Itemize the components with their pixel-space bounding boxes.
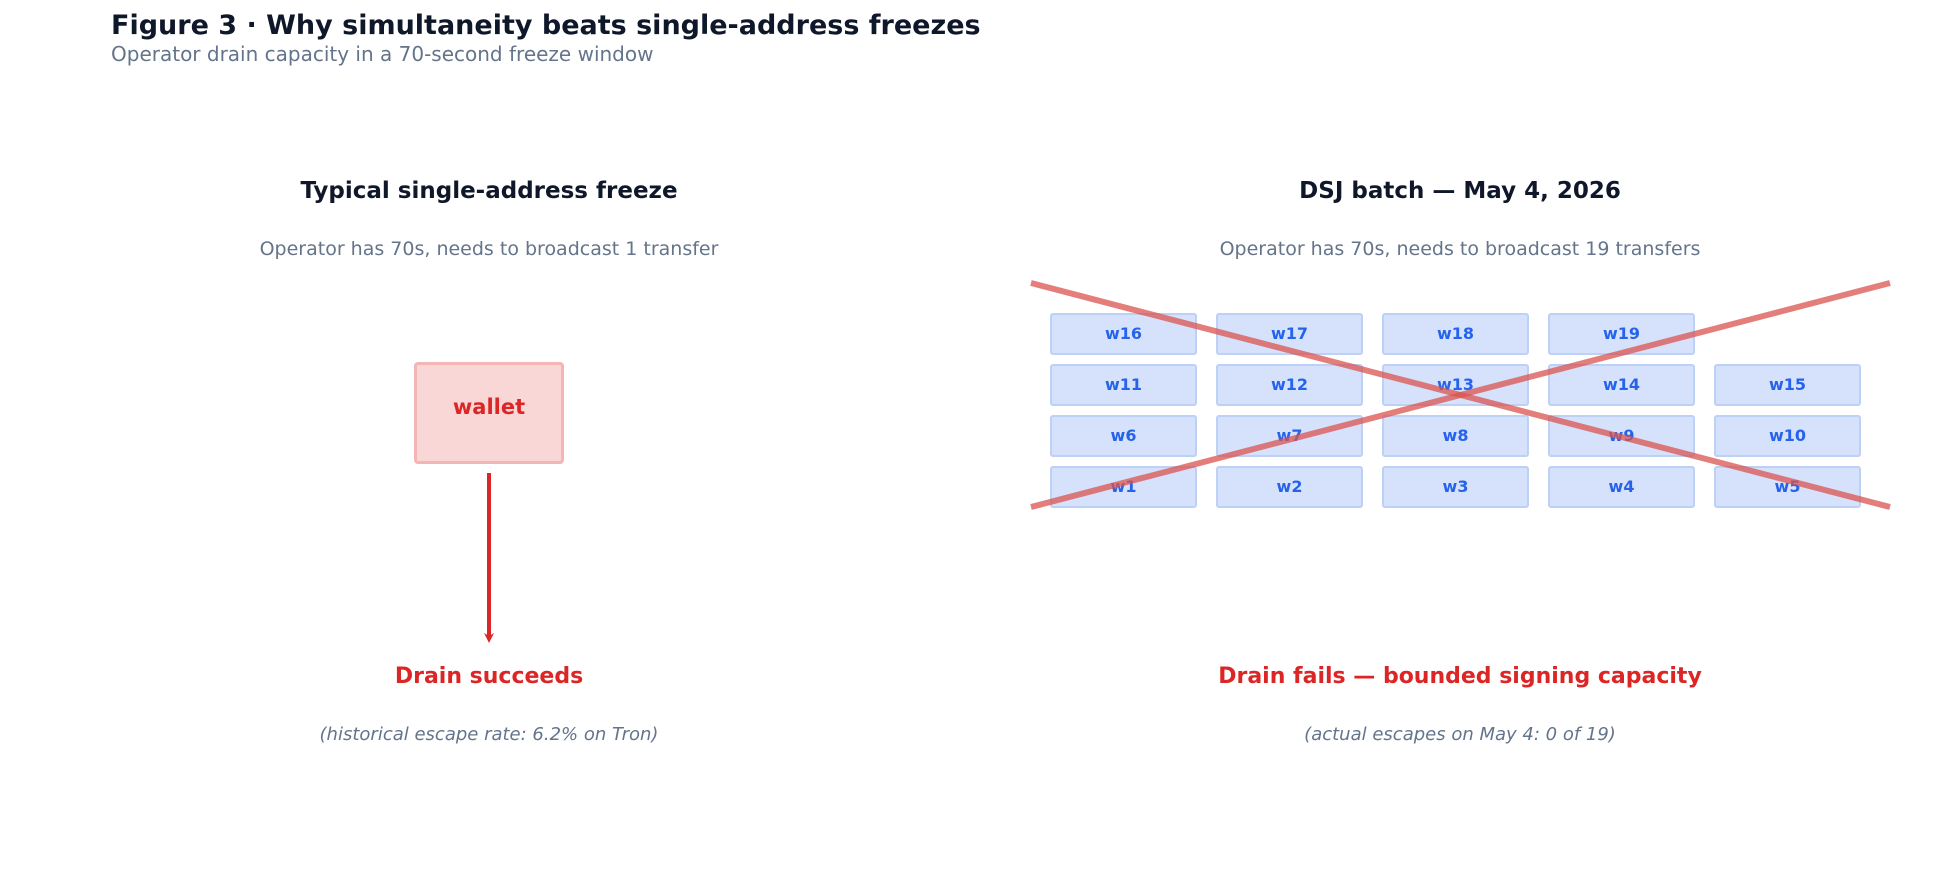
single-wallet-box: wallet — [414, 362, 564, 464]
left-panel-title: Typical single-address freeze — [300, 178, 678, 204]
wallet-box-w3: w3 — [1382, 466, 1529, 508]
wallet-box-w16: w16 — [1050, 313, 1197, 355]
wallet-box-w10: w10 — [1714, 415, 1861, 457]
figure-subtitle: Operator drain capacity in a 70-second f… — [111, 42, 654, 66]
wallet-box-w11: w11 — [1050, 364, 1197, 406]
wallet-box-w2: w2 — [1216, 466, 1363, 508]
wallet-box-w17: w17 — [1216, 313, 1363, 355]
right-panel-title: DSJ batch — May 4, 2026 — [1299, 178, 1621, 204]
wallet-box-w15: w15 — [1714, 364, 1861, 406]
wallet-box-w7: w7 — [1216, 415, 1363, 457]
left-note: (historical escape rate: 6.2% on Tron) — [319, 724, 659, 745]
wallet-box-w8: w8 — [1382, 415, 1529, 457]
wallet-box-w12: w12 — [1216, 364, 1363, 406]
right-note: (actual escapes on May 4: 0 of 19) — [1304, 724, 1616, 745]
wallet-box-w5: w5 — [1714, 466, 1861, 508]
left-outcome: Drain succeeds — [394, 664, 584, 689]
wallet-box-w4: w4 — [1548, 466, 1695, 508]
right-outcome: Drain fails — bounded signing capacity — [1218, 664, 1702, 689]
wallet-box-w6: w6 — [1050, 415, 1197, 457]
wallet-grid: w16 w17 w18 w19 w11 w12 w13 w14 w15 w6 w7 w8 w9 w10 w1… — [1050, 313, 1864, 509]
right-panel-subtitle: Operator has 70s, needs to broadcast 19 … — [1219, 238, 1701, 260]
wallet-box-w18: w18 — [1382, 313, 1529, 355]
wallet-box-w19: w19 — [1548, 313, 1695, 355]
wallet-box-w9: w9 — [1548, 415, 1695, 457]
left-panel-subtitle: Operator has 70s, needs to broadcast 1 t… — [259, 238, 719, 260]
wallet-box-w13: w13 — [1382, 364, 1529, 406]
wallet-box-w1: w1 — [1050, 466, 1197, 508]
wallet-box-w14: w14 — [1548, 364, 1695, 406]
figure-title: Figure 3 · Why simultaneity beats single… — [111, 10, 981, 41]
